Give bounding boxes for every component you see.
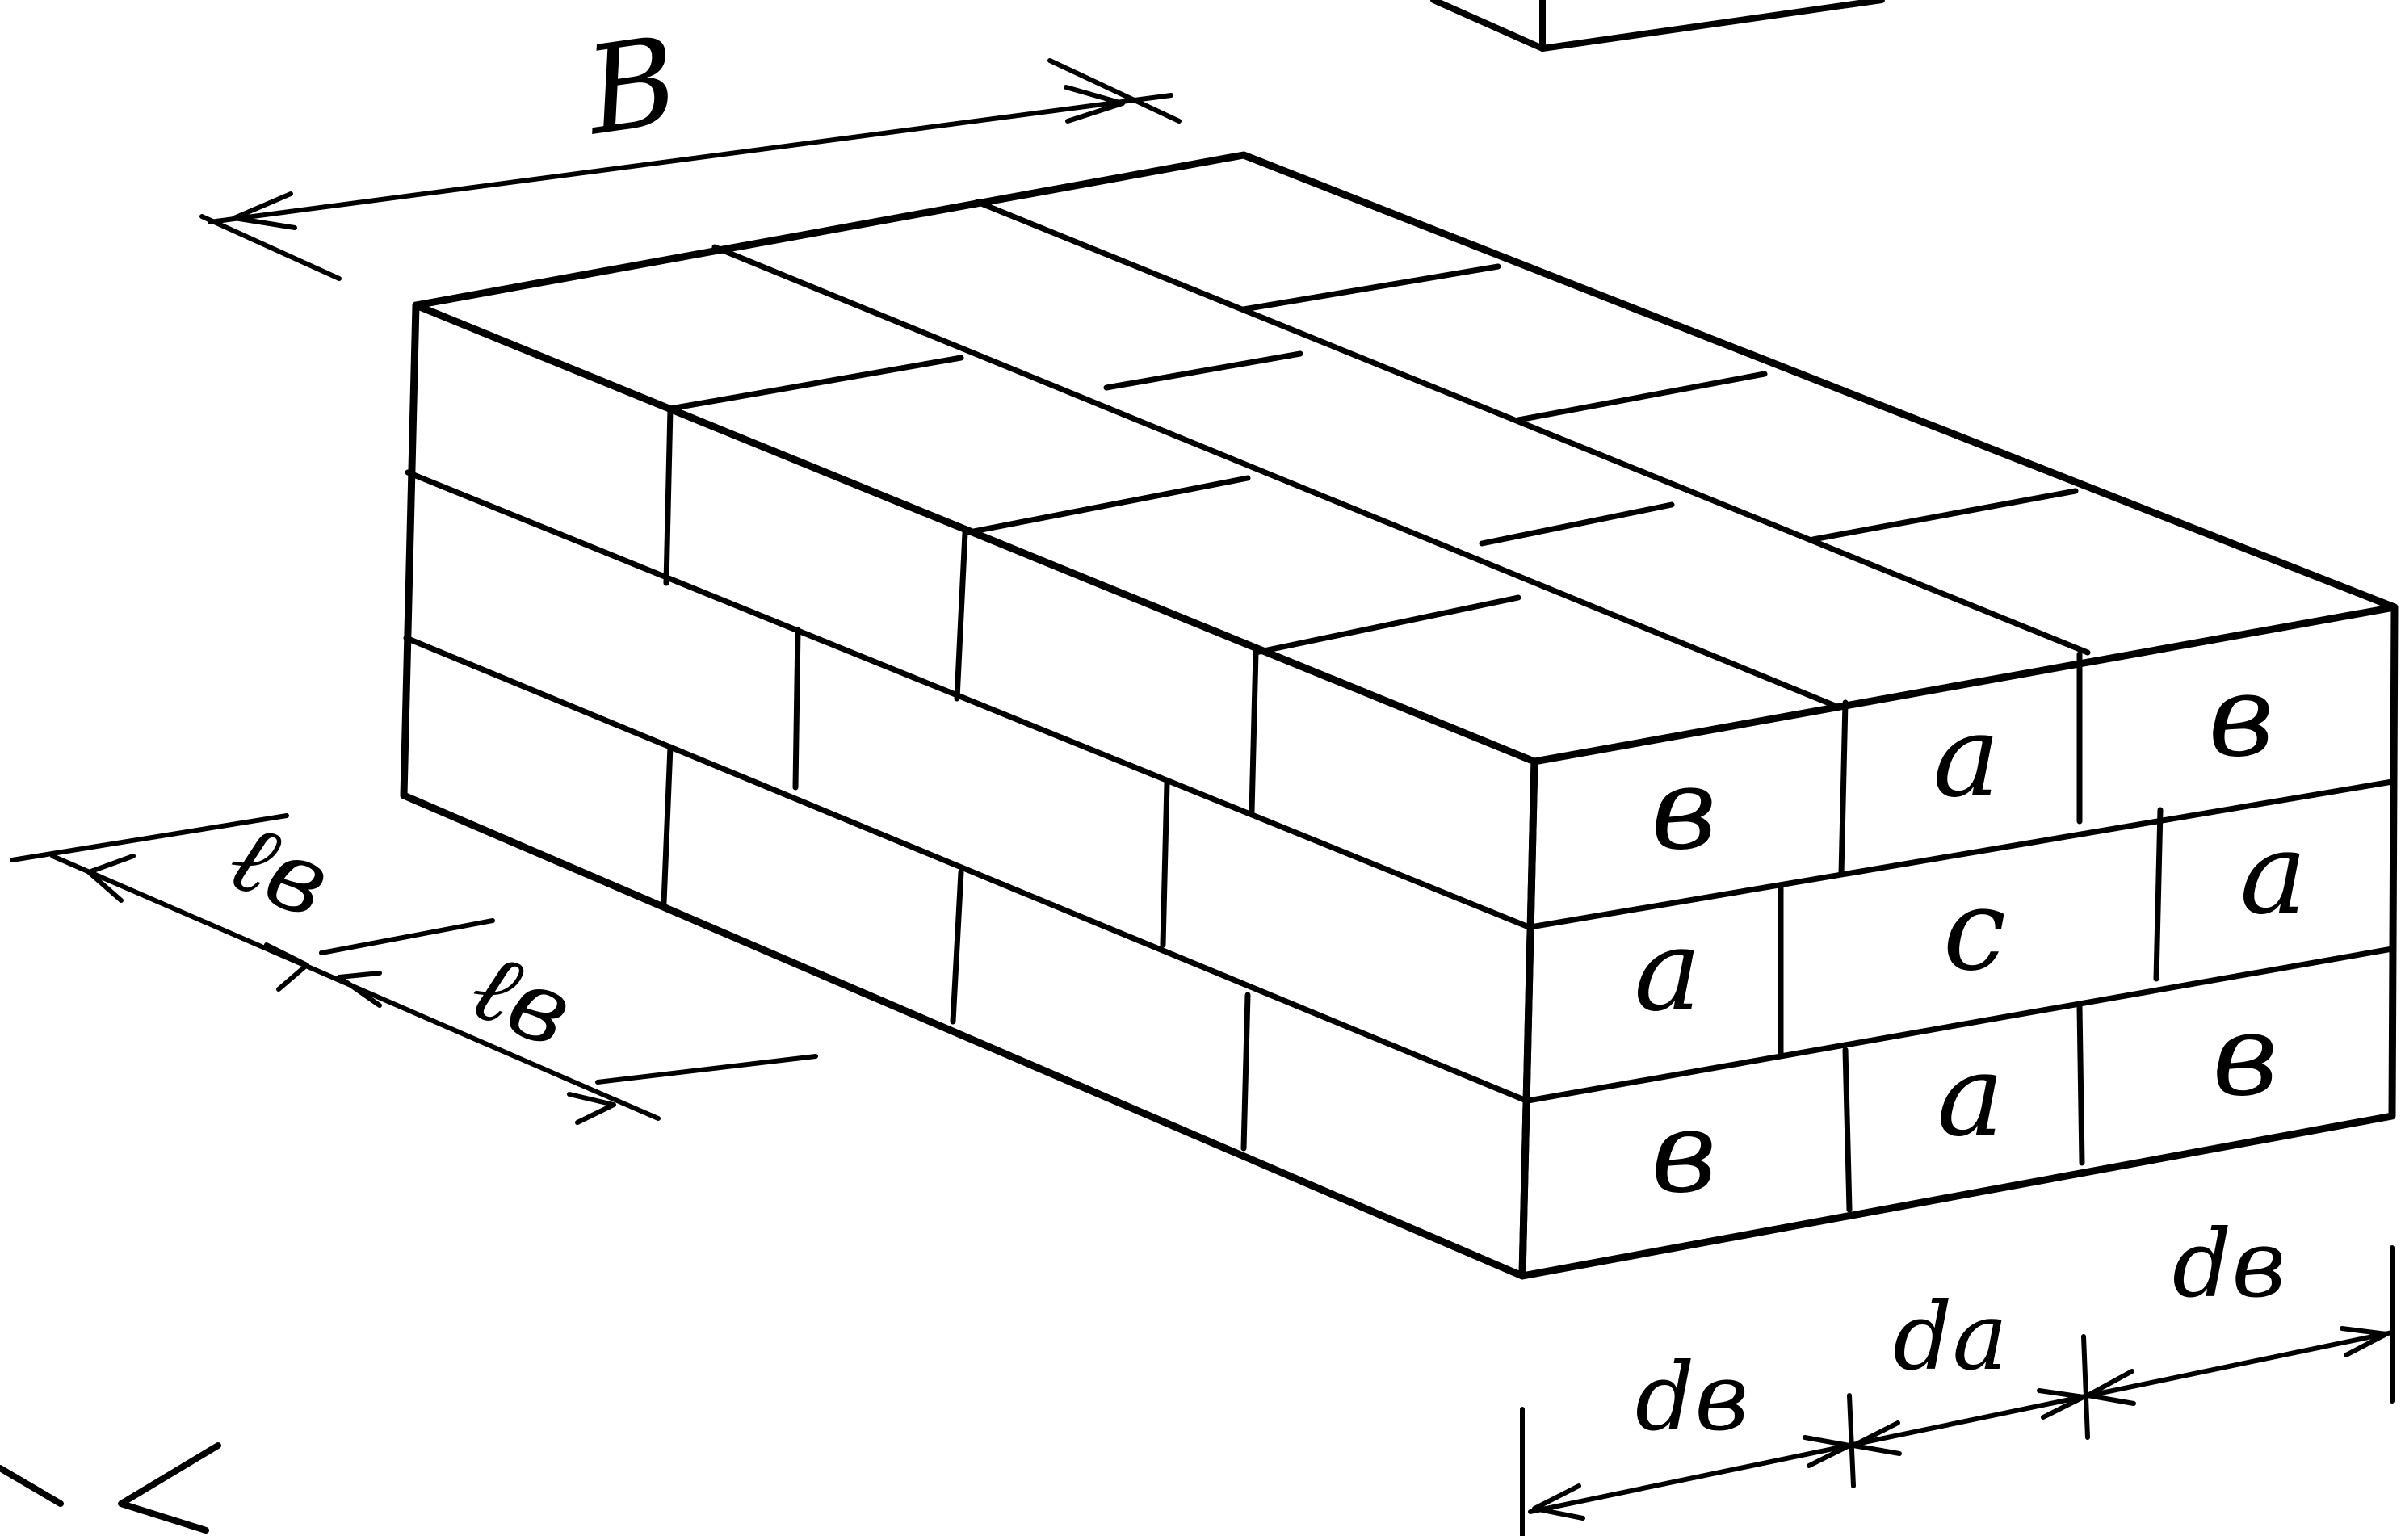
arrowhead-thickness-2 <box>1803 1420 1902 1468</box>
end-label-mid-middle: c <box>1943 865 2006 997</box>
dimension-label-thickness-left: dв <box>1635 1344 1749 1452</box>
dimension-label-length-shape <box>118 1442 221 1534</box>
dimension-label-thickness-right: dв <box>2172 1211 2286 1319</box>
front-head-joint-top-3 <box>1249 649 1259 815</box>
front-bed-joint-upper <box>405 469 1532 930</box>
partial-object-top <box>1430 0 1885 52</box>
dimension-label-width: B <box>576 11 686 163</box>
front-bed-joint-lower <box>403 635 1530 1104</box>
front-head-joint-bot-1 <box>661 744 674 906</box>
end-joint-top-1 <box>1838 699 1849 877</box>
end-label-top-middle: a <box>1933 691 2000 823</box>
arrowhead-width-left <box>232 191 297 230</box>
end-label-bot-middle: a <box>1937 1030 2004 1162</box>
end-joint-bot-1 <box>1842 1047 1853 1213</box>
arrowhead-block-middle <box>264 942 382 1008</box>
dimension-block-length <box>10 813 818 1125</box>
dimension-label-block-length-2: ℓв <box>455 929 589 1070</box>
front-face-joints <box>403 405 1532 1152</box>
block-outline <box>400 151 2399 1280</box>
arrowhead-thickness-4 <box>2340 1326 2389 1357</box>
end-label-mid-left: a <box>1634 905 1701 1037</box>
end-joint-bot-2 <box>2076 1003 2085 1166</box>
extension-tick-thickness-1 <box>1847 1393 1856 1488</box>
arrowhead-width-right <box>1064 85 1125 124</box>
end-label-bot-right: в <box>2212 990 2277 1122</box>
dimension-line-length <box>0 1465 64 1507</box>
arrowhead-thickness-1 <box>1532 1483 1585 1521</box>
extension-tick-width-left <box>199 214 342 281</box>
top-cross-joint-2b <box>1479 501 1675 547</box>
dimension-thickness <box>1520 1245 2395 1538</box>
extension-tick-width-right <box>1047 58 1182 124</box>
end-bed-joint-lower <box>1525 946 2395 1104</box>
top-cross-joint-3a <box>1240 263 1501 313</box>
extension-tick-thickness-2 <box>2081 1334 2090 1440</box>
front-head-joint-top-2 <box>954 530 968 702</box>
dimension-line-width <box>208 93 1173 224</box>
end-label-top-right: в <box>2208 651 2273 783</box>
front-face-outline <box>400 301 1538 1280</box>
front-head-joint-mid-2 <box>1160 780 1170 948</box>
front-head-joint-bot-2 <box>950 869 964 1025</box>
extension-line-block-left <box>10 813 289 862</box>
dimension-label-thickness-middle: da <box>1893 1283 2008 1391</box>
arrowhead-block-right <box>567 1092 616 1125</box>
top-long-joint-1 <box>711 244 1836 708</box>
top-cross-joint-1b <box>962 475 1251 536</box>
top-long-joint-2 <box>974 199 2091 656</box>
front-head-joint-top-1 <box>663 405 674 586</box>
arrowhead-thickness-3 <box>2037 1369 2136 1420</box>
end-label-top-left: в <box>1651 744 1716 875</box>
end-joint-mid-2 <box>2153 807 2164 982</box>
end-label-mid-right: a <box>2239 808 2306 940</box>
dimension-width <box>199 58 1182 281</box>
dimension-label-block-length-1: ℓв <box>213 799 346 941</box>
end-face-outline <box>1518 603 2399 1280</box>
top-cross-joint-3b <box>1515 371 1768 423</box>
top-cross-joint-3c <box>1810 488 2079 543</box>
dimension-length <box>0 1442 221 1534</box>
end-face-labels: в a в a c a в a в <box>1634 651 2306 1219</box>
front-head-joint-bot-3 <box>1240 992 1251 1152</box>
extension-line-block-right <box>595 1054 818 1085</box>
extension-line-block-middle <box>319 918 495 955</box>
end-label-bot-left: в <box>1651 1087 1716 1219</box>
end-face-joints <box>1525 651 2395 1213</box>
end-bed-joint-upper <box>1527 778 2395 930</box>
top-cross-joint-2a <box>1103 350 1303 391</box>
dimension-line-thickness <box>1528 1330 2395 1514</box>
front-head-joint-mid-1 <box>792 627 801 791</box>
top-face-joints <box>667 199 2091 708</box>
top-cross-joint-1c <box>1253 594 1521 656</box>
arrowhead-block-left <box>86 854 136 903</box>
top-cross-joint-1a <box>667 355 964 412</box>
